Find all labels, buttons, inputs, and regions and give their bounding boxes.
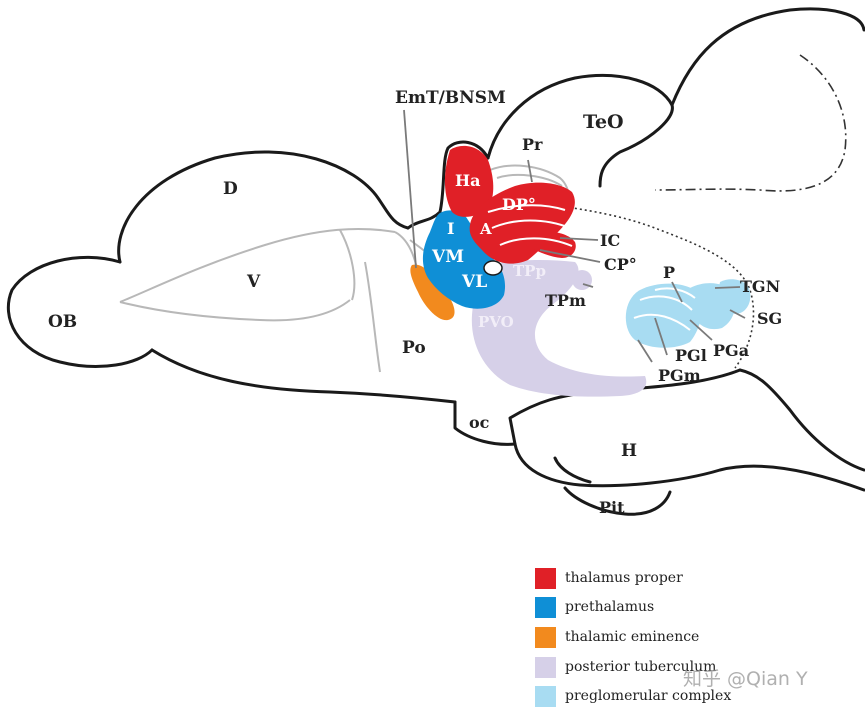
label-pgl: PGl	[675, 346, 707, 365]
legend-label: prethalamus	[565, 599, 655, 615]
leader-lines	[403, 109, 746, 363]
label-p: P	[663, 263, 675, 282]
label-v: V	[246, 272, 261, 292]
legend-label: thalamic eminence	[565, 629, 700, 645]
legend-swatch	[535, 567, 556, 589]
legend-swatch	[535, 626, 556, 648]
label-pga: PGa	[713, 341, 749, 360]
legend-item-thalamic-eminence: thalamic eminence	[535, 626, 699, 648]
thalamic-eminence-region	[410, 264, 455, 321]
label-tpp: TPp	[513, 262, 546, 280]
label-a: A	[479, 220, 492, 238]
label-ha: Ha	[455, 171, 480, 190]
label-emt: EmT/BNSM	[395, 88, 506, 108]
label-vm: VM	[431, 247, 464, 267]
label-oc: oc	[469, 413, 490, 432]
label-pvo: PVO	[478, 313, 514, 331]
label-h: H	[621, 441, 637, 461]
preglomerular-complex-region	[625, 279, 751, 348]
label-tgn: TGN	[740, 277, 780, 296]
dash-dot-line	[654, 54, 847, 192]
legend-item-preglomerular-complex: preglomerular complex	[535, 685, 731, 707]
label-tpm: TPm	[545, 291, 586, 310]
label-ic: IC	[600, 231, 620, 250]
prethalamus-region	[422, 210, 506, 309]
preglomerular-lobe-lines	[633, 287, 696, 331]
label-vl: VL	[461, 272, 487, 292]
dotted-boundary	[559, 205, 755, 369]
legend-label: posterior tuberculum	[565, 659, 717, 675]
label-pr: Pr	[522, 135, 543, 154]
legend-item-thalamus-proper: thalamus proper	[535, 567, 683, 589]
label-d: D	[223, 179, 238, 199]
label-po: Po	[402, 338, 426, 358]
label-dp: DP°	[502, 195, 536, 214]
watermark: 知乎 @Qian Y	[683, 668, 808, 690]
thalamus-proper-region	[444, 145, 576, 264]
label-pgm: PGm	[658, 366, 701, 385]
label-i: I	[447, 219, 454, 238]
thalamus-lobe-lines	[487, 204, 573, 247]
legend-swatch	[535, 685, 556, 707]
label-ob: OB	[48, 312, 77, 332]
legend-swatch	[535, 656, 556, 678]
brain-outline	[6, 7, 865, 516]
legend-swatch	[535, 596, 556, 618]
legend-label: thalamus proper	[565, 570, 683, 586]
label-teo: TeO	[583, 111, 624, 133]
white-dot	[483, 260, 503, 276]
legend-item-posterior-tuberculum: posterior tuberculum	[535, 656, 716, 678]
label-pit: Pit	[599, 498, 625, 517]
legend-item-prethalamus: prethalamus	[535, 596, 654, 618]
label-cp: CP°	[604, 255, 637, 274]
label-sg: SG	[757, 309, 782, 328]
legend-label: preglomerular complex	[565, 688, 732, 704]
